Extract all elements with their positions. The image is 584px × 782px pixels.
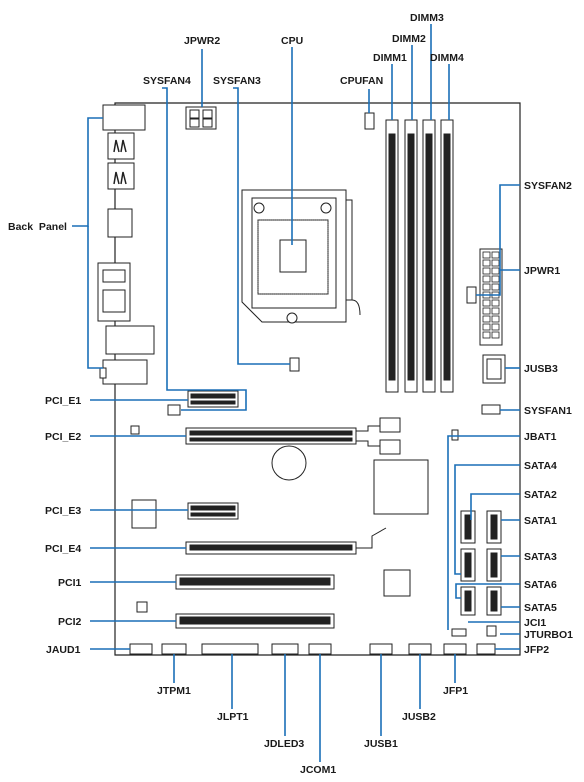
label-back-panel: Back Panel [8, 221, 67, 233]
label-sata4: SATA4 [524, 460, 557, 472]
label-jfp1: JFP1 [443, 685, 468, 697]
label-jdled3: JDLED3 [264, 738, 304, 750]
battery [271, 445, 307, 481]
label-pci-e1: PCI_E1 [45, 395, 81, 407]
label-jbat1: JBAT1 [524, 431, 557, 443]
sysfan1-header [481, 404, 501, 415]
dimm-slots [385, 119, 454, 393]
label-jturbo1: JTURBO1 [524, 629, 573, 641]
io-chip [383, 569, 411, 597]
label-pci2: PCI2 [58, 616, 82, 628]
label-sysfan2: SYSFAN2 [524, 180, 572, 192]
jci1-header [451, 628, 467, 637]
label-pci-e2: PCI_E2 [45, 431, 81, 443]
pci-e3-slot [187, 502, 239, 520]
pci1-slot [175, 574, 335, 590]
jpwr2-connector [185, 106, 217, 130]
label-jci1: JCI1 [524, 617, 546, 629]
small-chip [130, 425, 140, 435]
label-jusb2: JUSB2 [402, 711, 436, 723]
leader-lines [72, 24, 520, 762]
label-cpu: CPU [281, 35, 303, 47]
label-sysfan3: SYSFAN3 [213, 75, 261, 87]
label-jaud1: JAUD1 [46, 644, 81, 656]
label-jpwr2: JPWR2 [184, 35, 220, 47]
label-dimm3: DIMM3 [410, 12, 444, 24]
back-panel-io [97, 104, 155, 385]
label-sata1: SATA1 [524, 515, 557, 527]
label-jfp2: JFP2 [524, 644, 549, 656]
label-jusb3: JUSB3 [524, 363, 558, 375]
label-jlpt1: JLPT1 [217, 711, 249, 723]
label-pci-e3: PCI_E3 [45, 505, 81, 517]
label-dimm1: DIMM1 [373, 52, 407, 64]
jbat1-jumper [451, 429, 459, 441]
label-sysfan4: SYSFAN4 [143, 75, 191, 87]
sysfan2-header [466, 286, 477, 304]
label-jpwr1: JPWR1 [524, 265, 560, 277]
bottom-headers [129, 643, 496, 655]
label-dimm4: DIMM4 [430, 52, 464, 64]
label-jusb1: JUSB1 [364, 738, 398, 750]
label-sata2: SATA2 [524, 489, 557, 501]
pci2-slot [175, 613, 335, 629]
label-sata3: SATA3 [524, 551, 557, 563]
small-chip-2 [136, 601, 148, 613]
label-sata5: SATA5 [524, 602, 557, 614]
cpu-socket [241, 189, 361, 324]
label-dimm2: DIMM2 [392, 33, 426, 45]
label-sata6: SATA6 [524, 579, 557, 591]
chipset [373, 459, 429, 515]
sata-connectors [460, 510, 502, 616]
label-pci1: PCI1 [58, 577, 82, 589]
label-sysfan1: SYSFAN1 [524, 405, 572, 417]
label-jcom1: JCOM1 [300, 764, 336, 776]
cpufan-header [364, 112, 375, 130]
sysfan3-header [289, 357, 300, 372]
audio-chip [131, 499, 157, 529]
label-cpufan: CPUFAN [340, 75, 383, 87]
jpwr1-connector [479, 248, 503, 346]
pci-e2-slot [185, 417, 401, 455]
label-jtpm1: JTPM1 [157, 685, 191, 697]
label-pci-e4: PCI_E4 [45, 543, 81, 555]
motherboard-outline [114, 102, 521, 656]
jturbo1-header [486, 625, 497, 637]
sysfan4-header [167, 404, 181, 416]
pci-e1-slot [187, 390, 239, 408]
